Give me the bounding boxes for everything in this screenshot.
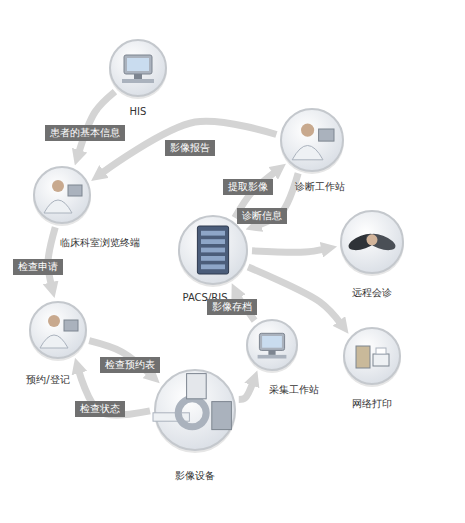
photo-icon: [292, 124, 334, 160]
photo-circle: [245, 318, 299, 372]
flow-arrow: [239, 382, 253, 399]
node-label: 临床科室浏览终端: [60, 237, 140, 249]
photo-circle: [153, 368, 237, 452]
photo-icon: [40, 315, 78, 348]
flow-arrow: [48, 227, 55, 285]
flow-arrow: [79, 92, 115, 154]
node-label: 网络打印: [352, 398, 392, 410]
edge-label: 检查申请: [13, 259, 63, 275]
node-label: 采集工作站: [269, 384, 319, 396]
photo-icon: [122, 55, 154, 83]
photo-icon: [346, 231, 397, 254]
edge-label: 诊断信息: [237, 208, 287, 224]
photo-circle: [342, 326, 402, 386]
photo-node: 临床科室浏览终端: [32, 165, 92, 225]
photo-circle: [108, 38, 168, 98]
photo-node: 影像设备: [153, 368, 237, 452]
edge-label: 检查状态: [75, 401, 125, 417]
flow-arrow: [101, 121, 276, 173]
node-label: HIS: [130, 106, 147, 118]
photo-node: HIS: [108, 38, 168, 98]
photo-node: 采集工作站: [245, 318, 299, 372]
photo-icon: [356, 346, 389, 368]
edge-label: 患者的基本信息: [45, 125, 125, 141]
photo-icon: [197, 226, 228, 274]
edge-label: 影像存档: [207, 299, 257, 315]
edge-label: 检查预约表: [100, 357, 160, 373]
photo-circle: [177, 214, 249, 286]
photo-circle: [32, 165, 92, 225]
photo-node: 预约/登记: [28, 300, 88, 360]
photo-node: 诊断工作站: [279, 107, 345, 173]
photo-node: 远程会诊: [339, 209, 405, 275]
node-label: 影像设备: [175, 470, 215, 482]
edge-label: 提取影像: [223, 179, 273, 195]
photo-node: 网络打印: [342, 326, 402, 386]
photo-circle: [28, 300, 88, 360]
photo-icon: [44, 180, 82, 213]
edge-label: 影像报告: [165, 140, 215, 156]
photo-node: PACS/RIS: [177, 214, 249, 286]
node-label: 诊断工作站: [295, 181, 345, 193]
flow-arrow: [252, 249, 325, 252]
photo-icon: [153, 374, 231, 430]
flow-arrow: [248, 267, 341, 324]
node-label: 预约/登记: [26, 374, 69, 386]
photo-circle: [339, 209, 405, 275]
photo-icon: [258, 333, 287, 358]
node-label: 远程会诊: [352, 287, 392, 299]
photo-circle: [279, 107, 345, 173]
